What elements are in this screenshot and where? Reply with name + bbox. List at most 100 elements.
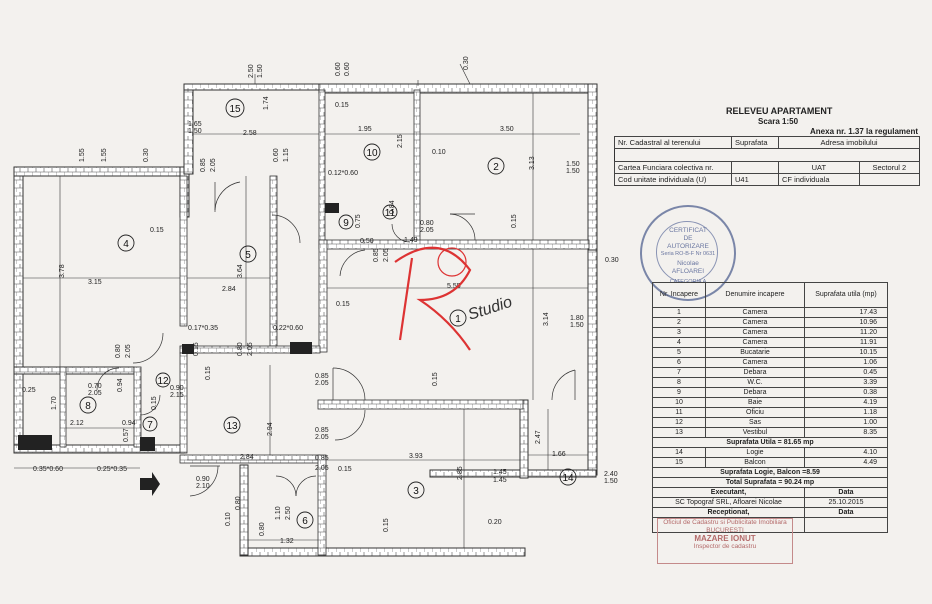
- room-cell: Debara: [705, 367, 805, 378]
- dimension-label: 2.15: [397, 134, 404, 148]
- dimension-label: 1.74: [263, 96, 270, 110]
- dimension-label: 2.10: [196, 483, 210, 490]
- executant-name: SC Topograf SRL, Afloarei Nicolae: [652, 497, 805, 508]
- room-cell: 15: [652, 457, 706, 468]
- room-cell: 13: [652, 427, 706, 438]
- executant-label: Executant,: [652, 487, 805, 498]
- receptionat-label: Receptionat,: [652, 507, 805, 518]
- room-number: 8: [85, 401, 91, 412]
- room-cell: 1.06: [804, 357, 888, 368]
- room-cell: Camera: [705, 337, 805, 348]
- cadastre-stamp: Oficiul de Cadastru si Publicitate Imobi…: [657, 518, 793, 564]
- dimension-label: 0.85: [200, 158, 207, 172]
- dimension-label: 2.50: [285, 506, 292, 520]
- room-cell: 2: [652, 317, 706, 328]
- dimension-label: 0.50: [360, 238, 374, 245]
- room-cell: 17.43: [804, 307, 888, 318]
- room-number: 10: [366, 148, 378, 159]
- dimension-label: 0.10: [225, 512, 232, 526]
- stamp-text: Inspector de cadastru: [693, 543, 757, 550]
- room-cell: 8: [652, 377, 706, 388]
- dimension-label: 2.85: [457, 466, 464, 480]
- doc-scale: Scara 1:50: [758, 117, 799, 126]
- room-cell: 11.20: [804, 327, 888, 338]
- dimension-label: 5.55: [447, 283, 461, 290]
- dimension-label: 0.60: [344, 62, 351, 76]
- dimension-label: 2.84: [240, 454, 254, 461]
- dimension-label: 0.15: [336, 301, 350, 308]
- stamp-text: AUTORIZARE: [667, 243, 709, 250]
- dimension-label: 2.05: [125, 344, 132, 358]
- dimension-label: 0.94: [122, 420, 136, 427]
- dimension-label: 2.05: [315, 380, 329, 387]
- dimension-label: 2.15: [170, 392, 184, 399]
- dimension-label: 1.55: [79, 148, 86, 162]
- info-cell: Adresa imobilului: [778, 136, 920, 149]
- dimension-label: 0.60: [273, 148, 280, 162]
- dimension-label: 0.20: [488, 519, 502, 526]
- stamp-text: MAZARE IONUT: [694, 534, 756, 543]
- dimension-label: 2.05: [247, 342, 254, 356]
- room-number: 9: [343, 218, 349, 229]
- room-cell: 6: [652, 357, 706, 368]
- dimension-label: 3.50: [500, 126, 514, 133]
- dimension-label: 0.75: [355, 214, 362, 228]
- doc-title: RELEVEU APARTAMENT: [726, 106, 833, 116]
- dimension-label: 2.40: [604, 471, 618, 478]
- room-cell: Camera: [705, 327, 805, 338]
- info-cell: Nr. Cadastral al terenului: [614, 136, 732, 149]
- dimension-label: 0.94: [117, 378, 124, 392]
- stamp-text: DE: [683, 235, 693, 242]
- room-cell: 5: [652, 347, 706, 358]
- room-cell: 11: [652, 407, 706, 418]
- dimension-label: 0.80: [420, 220, 434, 227]
- room-cell: 10: [652, 397, 706, 408]
- room-cell: Sas: [705, 417, 805, 428]
- room-number: 3: [413, 486, 419, 497]
- room-cell: 1.00: [804, 417, 888, 428]
- dimension-label: 1.50: [188, 128, 202, 135]
- dimension-label: 0.90: [196, 476, 210, 483]
- dimension-label: 1.95: [358, 126, 372, 133]
- dimension-label: 0.80: [237, 342, 244, 356]
- dimension-label: 0.85: [315, 427, 329, 434]
- dimension-label: 0.15: [335, 102, 349, 109]
- grand-total: Total Suprafata = 90.24 mp: [652, 477, 888, 488]
- info-cell: Sectorul 2: [858, 161, 921, 174]
- dimension-label: 0.17*0.35: [188, 325, 218, 332]
- dimension-label: 0.10: [432, 149, 446, 156]
- info-cell: Cartea Funciara colectiva nr.: [614, 161, 732, 174]
- dimension-label: 0.57: [123, 428, 130, 442]
- info-cell: CF individuala: [778, 173, 860, 186]
- dimension-label: 0.30: [605, 257, 619, 264]
- dimension-label: 1.66: [552, 451, 566, 458]
- logie-total: Suprafata Logie, Balcon =8.59: [652, 467, 888, 478]
- room-number: 5: [245, 250, 251, 261]
- dimension-label: 0.15: [205, 366, 212, 380]
- dimension-label: 0.85: [373, 248, 380, 262]
- room-number: 2: [493, 162, 499, 173]
- dimension-label: 3.93: [409, 453, 423, 460]
- dimension-label: 1.15: [283, 148, 290, 162]
- room-cell: Logie: [705, 447, 805, 458]
- room-cell: 4: [652, 337, 706, 348]
- dimension-label: 0.35*0.60: [33, 466, 63, 473]
- dimension-label: 0.85: [315, 373, 329, 380]
- util-total: Suprafata Utila = 81.65 mp: [652, 437, 888, 448]
- room-cell: 4.19: [804, 397, 888, 408]
- dimension-label: 1.45: [493, 469, 507, 476]
- dimension-label: 2.05: [315, 434, 329, 441]
- stamp-text: AFLOAREI: [671, 268, 705, 275]
- room-number: 14: [562, 473, 574, 484]
- dimension-label: 3.64: [237, 264, 244, 278]
- room-cell: 4.10: [804, 447, 888, 458]
- room-cell: 4.49: [804, 457, 888, 468]
